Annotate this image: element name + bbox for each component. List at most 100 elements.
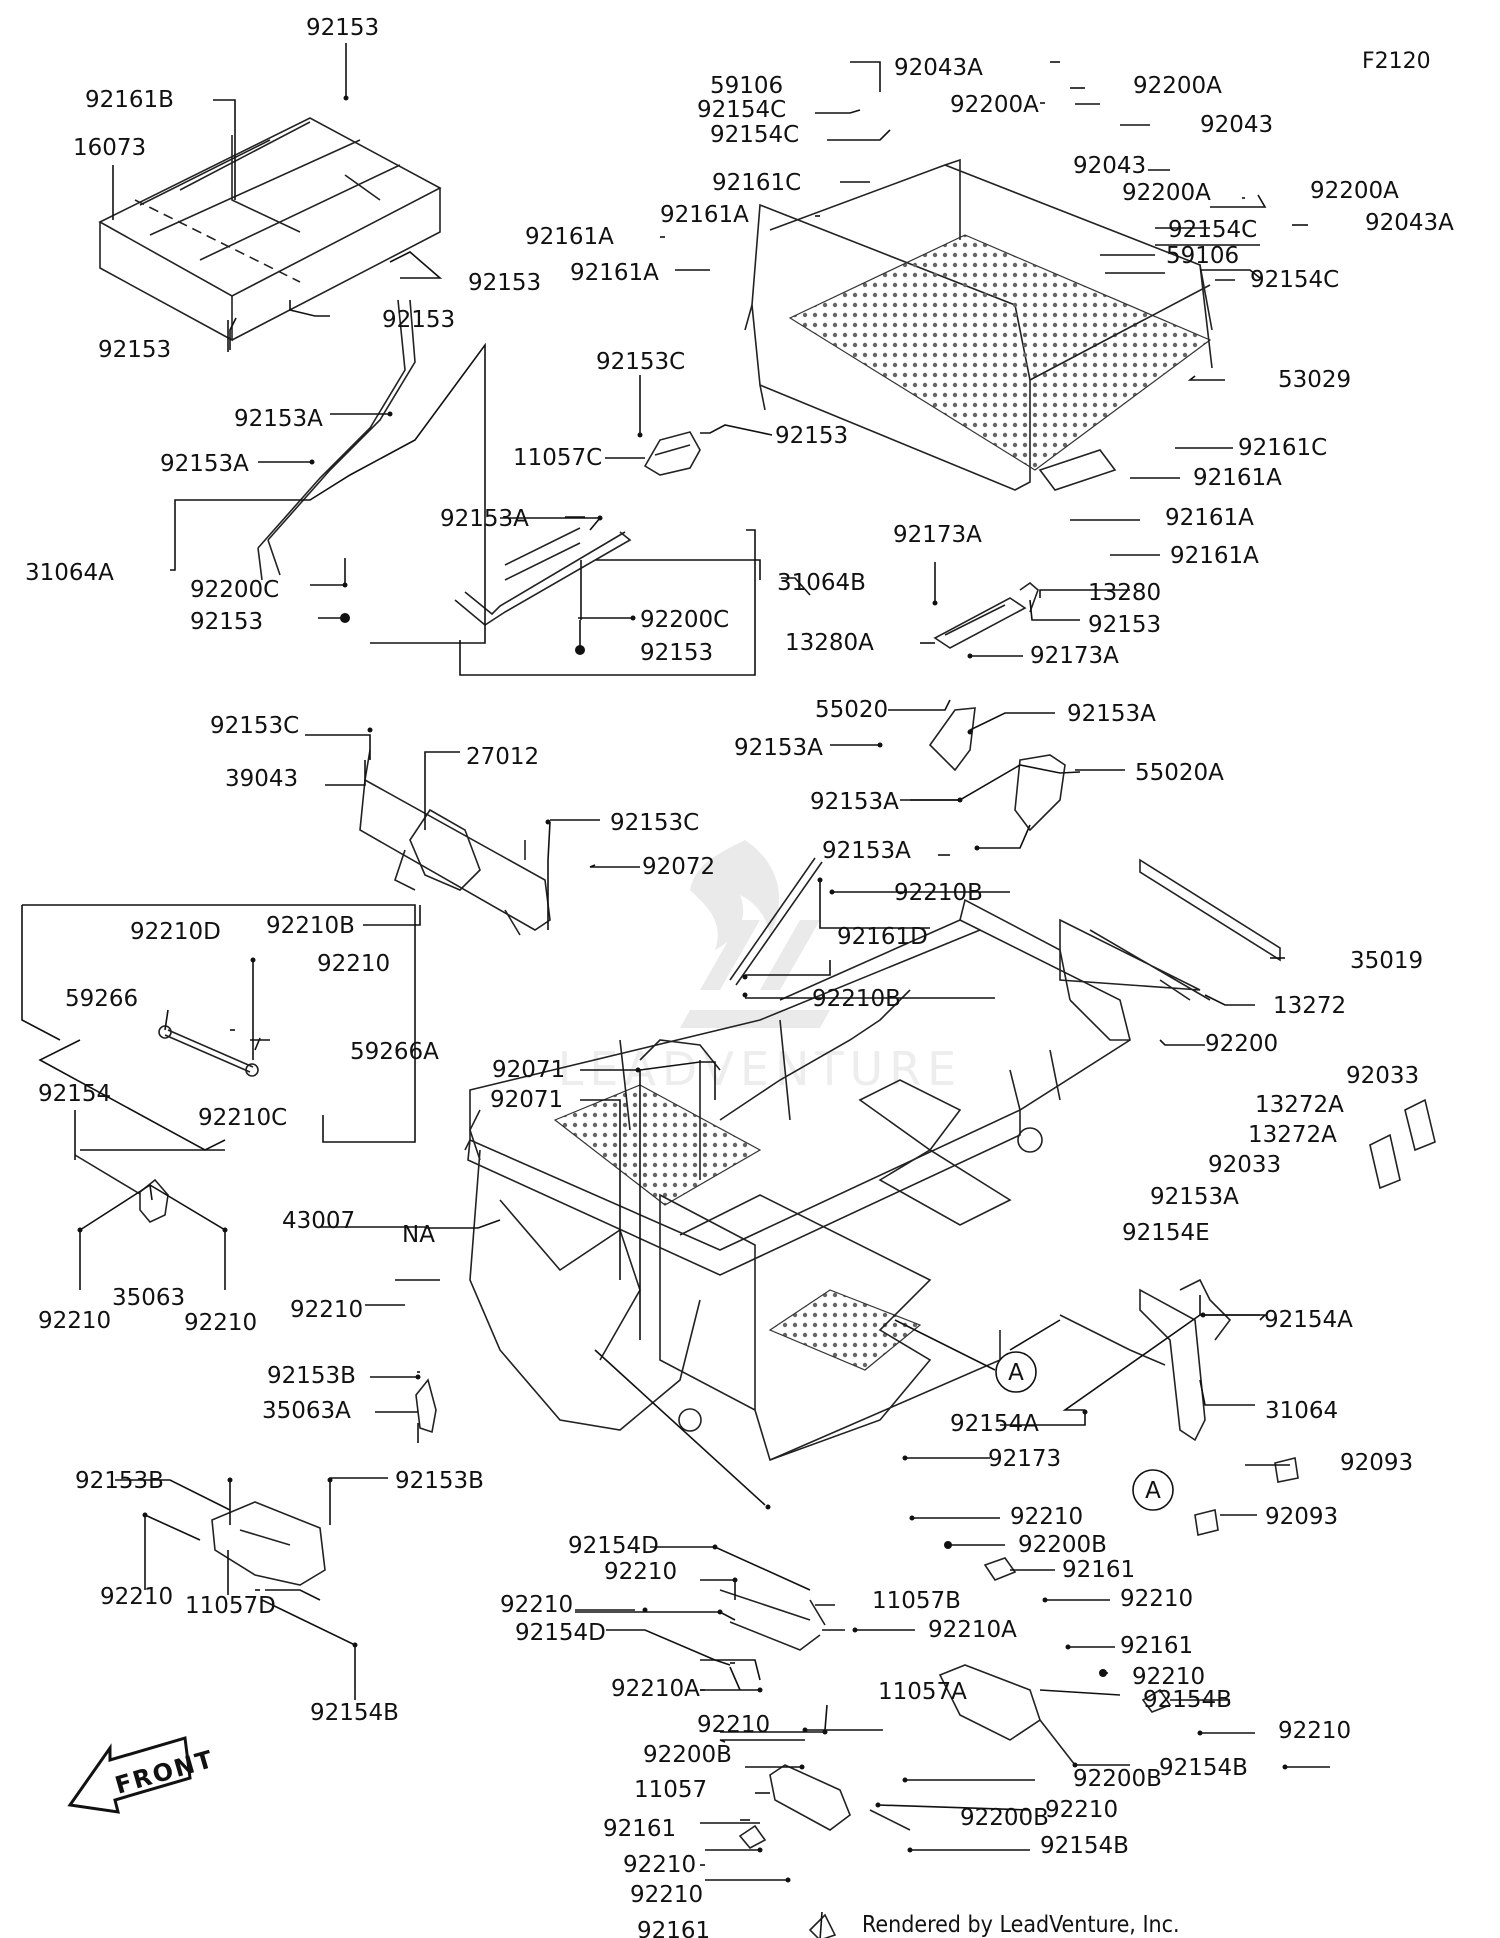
part-label-62: 13272 — [1273, 993, 1346, 1019]
part-label-2: 16073 — [73, 135, 146, 161]
bracket-11057c — [643, 431, 701, 476]
part-label-59: 92161D — [837, 924, 928, 950]
part-label-49: 92153A — [810, 789, 899, 815]
part-label-103: 92210 — [604, 1559, 677, 1585]
part-label-12: 11057C — [513, 445, 602, 471]
part-label-70: 43007 — [282, 1208, 355, 1234]
part-label-123: 92210 — [630, 1882, 703, 1908]
part-labels: 9215392161B1607392153921539215392153A921… — [25, 15, 1454, 1938]
part-label-115: 92210 — [1278, 1718, 1351, 1744]
part-label-113: 11057A — [878, 1679, 967, 1705]
part-label-98: 92210 — [1010, 1504, 1083, 1530]
part-label-114: 92154B — [1159, 1755, 1248, 1781]
part-label-8: 31064A — [25, 560, 114, 586]
part-label-54: 39043 — [225, 766, 298, 792]
footer-credit: Rendered by LeadVenture, Inc. — [862, 1912, 1180, 1938]
ref-a-circle-1: A — [995, 1351, 1037, 1393]
part-label-78: 13272A — [1255, 1092, 1344, 1118]
part-label-89: 92173 — [988, 1446, 1061, 1472]
part-label-46: 55020 — [815, 697, 888, 723]
part-label-71: 35063 — [112, 1285, 185, 1311]
part-label-88: 35063A — [262, 1398, 351, 1424]
part-label-7: 92153A — [160, 451, 249, 477]
plates-13272a — [1369, 1098, 1436, 1190]
part-label-111: 92161 — [1120, 1633, 1193, 1659]
part-label-13: 92153 — [775, 423, 848, 449]
part-label-39: 92161A — [1165, 505, 1254, 531]
front-arrow: FRONT — [67, 1736, 217, 1814]
bed-mat-16073 — [98, 117, 442, 342]
part-label-99: 92200B — [1018, 1532, 1107, 1558]
part-label-32: 92161C — [712, 170, 801, 196]
part-label-83: 92154A — [1264, 1307, 1353, 1333]
part-label-108: 92210A — [611, 1676, 700, 1702]
bracket-11057d — [211, 1501, 326, 1586]
part-label-1: 92161B — [85, 87, 174, 113]
part-label-37: 92161C — [1238, 435, 1327, 461]
part-label-40: 92161A — [1170, 543, 1259, 569]
part-label-101: 92210 — [1120, 1586, 1193, 1612]
part-label-57: 92210B — [266, 913, 355, 939]
part-label-72: 92210 — [38, 1308, 111, 1334]
part-label-69: 92154 — [38, 1081, 111, 1107]
part-label-19: 92154C — [697, 97, 786, 123]
part-label-45: 92173A — [1030, 643, 1119, 669]
watermark-logo: LEADVENTURE — [558, 840, 963, 1096]
part-label-21: 92043A — [894, 55, 983, 81]
part-label-50: 55020A — [1135, 760, 1224, 786]
part-label-36: 53029 — [1278, 367, 1351, 393]
part-label-41: 92173A — [893, 522, 982, 548]
part-label-29: 92043A — [1365, 210, 1454, 236]
part-label-93: 92153B — [395, 1468, 484, 1494]
bracket-11057 — [769, 1764, 911, 1831]
part-label-100: 92161 — [1062, 1557, 1135, 1583]
part-label-96: 92154B — [310, 1700, 399, 1726]
part-label-23: 92200A — [950, 92, 1039, 118]
part-label-67: 59266A — [350, 1039, 439, 1065]
guard-55020 — [928, 707, 1066, 832]
part-label-61: 35019 — [1350, 948, 1423, 974]
part-label-86: 92210 — [290, 1297, 363, 1323]
part-label-43: 92153 — [1088, 612, 1161, 638]
part-label-20: 92154C — [710, 122, 799, 148]
part-label-27: 92200A — [1310, 178, 1399, 204]
part-label-64: 92210D — [130, 919, 221, 945]
bracket-39043 — [359, 749, 551, 936]
part-label-5: 92153 — [98, 337, 171, 363]
part-label-48: 92153A — [734, 735, 823, 761]
part-label-112: 92210 — [1132, 1664, 1205, 1690]
part-label-73: 92210 — [184, 1310, 257, 1336]
rod-92161d — [729, 857, 823, 986]
part-label-80: 92033 — [1208, 1152, 1281, 1178]
part-label-63: 92200 — [1205, 1031, 1278, 1057]
part-label-18: 59106 — [710, 73, 783, 99]
part-label-124: 92161 — [637, 1918, 710, 1938]
part-label-102: 92154D — [568, 1533, 659, 1559]
bracket-11057a — [938, 1664, 1076, 1766]
part-label-17: 92153 — [640, 640, 713, 666]
part-label-16: 92200C — [640, 607, 729, 633]
part-label-94: 92210 — [100, 1584, 173, 1610]
leader-lines — [21, 43, 1330, 1938]
part-label-76: NA — [402, 1222, 435, 1248]
part-label-24: 92043 — [1200, 112, 1273, 138]
part-label-122: 92154B — [1040, 1833, 1129, 1859]
part-label-74: 92071 — [492, 1057, 565, 1083]
part-label-15: 31064B — [777, 570, 866, 596]
watermark-text: LEADVENTURE — [558, 1042, 963, 1096]
part-label-119: 92200B — [960, 1805, 1049, 1831]
part-label-55: 92153C — [610, 810, 699, 836]
block-35063 — [74, 1154, 169, 1223]
ref-a-circle-2: A — [1132, 1469, 1174, 1511]
part-label-90: 92093 — [1340, 1450, 1413, 1476]
part-label-25: 92043 — [1073, 153, 1146, 179]
part-label-95: 11057D — [185, 1593, 276, 1619]
part-label-3: 92153 — [468, 270, 541, 296]
part-label-97: 92154B — [1143, 1687, 1232, 1713]
part-label-26: 92200A — [1122, 180, 1211, 206]
svg-text:A: A — [1008, 1360, 1024, 1386]
part-label-22: 92200A — [1133, 73, 1222, 99]
bracket-35063a — [415, 1378, 437, 1434]
cargo-box-53029 — [744, 158, 1213, 491]
